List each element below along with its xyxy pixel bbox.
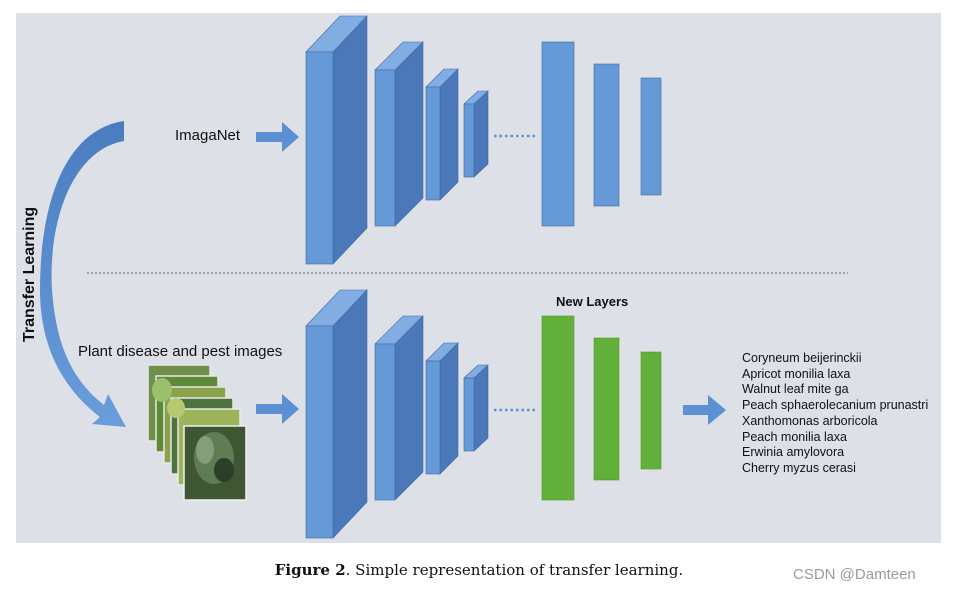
imagenet-label: ImagaNet: [175, 127, 241, 144]
class-item: Cherry myzus cerasi: [742, 460, 856, 475]
top-fc-layer-3: [640, 77, 662, 196]
plant-image-stack: [147, 364, 247, 501]
top-fc-layer-1: [541, 41, 575, 227]
bottom-conv-block-4: [463, 364, 489, 452]
new-layers-label: New Layers: [556, 294, 629, 309]
class-item: Coryneum beijerinckii: [742, 351, 862, 365]
class-item: Erwinia amylovora: [742, 445, 845, 460]
class-item: Peach monilia laxa: [742, 429, 847, 444]
class-item: Walnut leaf mite ga: [742, 382, 849, 397]
transfer-curve-arrow: [40, 121, 126, 427]
output-arrow: [683, 395, 726, 425]
top-input-arrow: [256, 122, 299, 152]
bottom-input-arrow: [256, 394, 299, 424]
caption-text: . Simple representation of transfer lear…: [345, 561, 684, 579]
watermark: CSDN @Damteen: [793, 566, 916, 583]
figure-caption: Figure 2. Simple representation of trans…: [0, 561, 958, 579]
bottom-network: [147, 289, 726, 539]
new-layer-1: [541, 315, 575, 501]
new-layer-2: [593, 337, 620, 481]
top-conv-block-3: [425, 68, 459, 201]
top-conv-block-2: [374, 41, 424, 227]
class-item: Apricot monilia laxa: [742, 366, 851, 381]
bottom-conv-block-2: [374, 315, 424, 501]
top-conv-block-4: [463, 90, 489, 178]
bottom-conv-block-3: [425, 342, 459, 475]
class-list: Coryneum beijerinckii Apricot monilia la…: [742, 351, 928, 477]
caption-label: Figure 2: [274, 561, 346, 579]
transfer-learning-label: Transfer Learning: [21, 206, 38, 342]
class-item: Xanthomonas arboricola: [742, 413, 878, 428]
top-network: [256, 15, 662, 265]
plant-images-label: Plant disease and pest images: [78, 343, 283, 360]
bottom-conv-block-1: [305, 289, 368, 539]
top-fc-layer-2: [593, 63, 620, 207]
top-conv-block-1: [305, 15, 368, 265]
class-item: Peach sphaerolecanium prunastri: [742, 398, 929, 413]
new-layer-3: [640, 351, 662, 470]
